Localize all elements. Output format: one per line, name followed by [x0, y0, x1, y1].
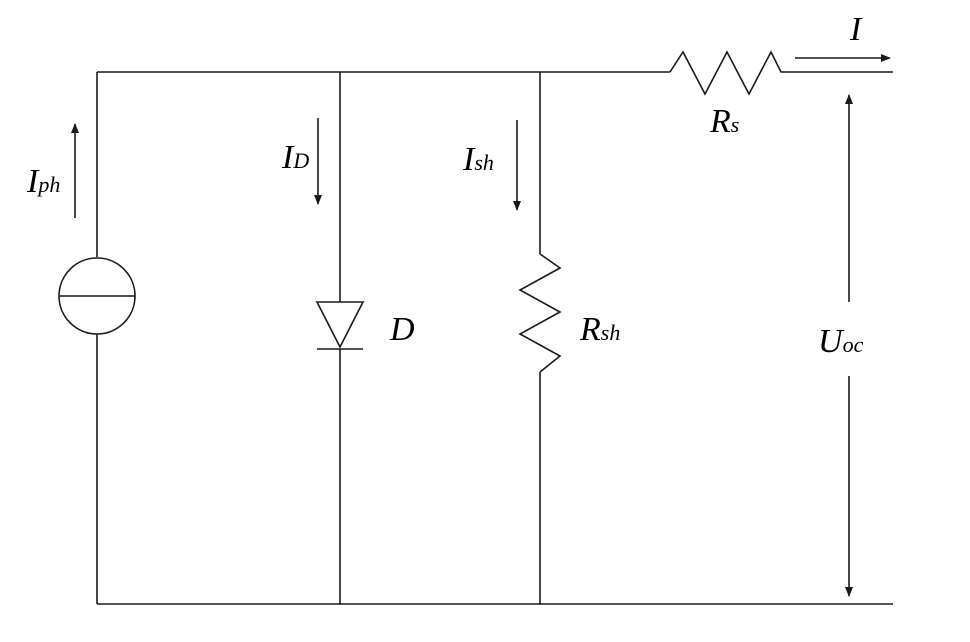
shunt-resistor-label: Rsh	[579, 311, 620, 348]
photocurrent-label: Iph	[26, 163, 60, 200]
shunt-resistor	[518, 253, 562, 373]
diode-current-label: ID	[281, 139, 309, 176]
shunt-current-label: Ish	[462, 141, 494, 178]
series-resistor-label: Rs	[709, 103, 739, 140]
series-resistor	[669, 50, 893, 96]
diode-label: D	[389, 311, 415, 348]
open-circuit-voltage-label: Uoc	[818, 323, 864, 360]
diode-symbol	[315, 301, 365, 349]
output-current-label: I	[849, 11, 863, 48]
